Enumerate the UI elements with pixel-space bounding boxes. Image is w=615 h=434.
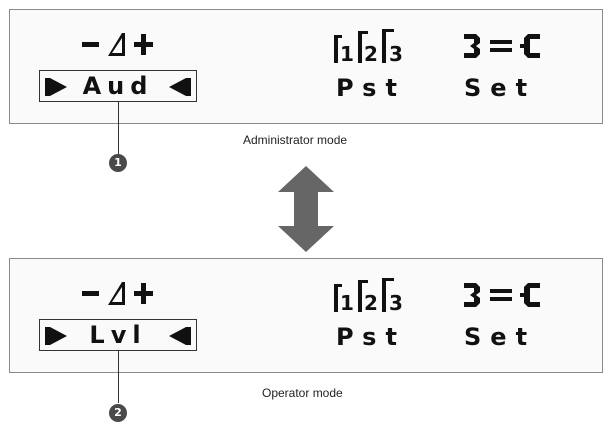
selector-right-arrow-icon: [169, 327, 191, 345]
preset-label: Pst: [336, 74, 406, 102]
selector-right-arrow-icon: [169, 78, 191, 96]
selected-mode-label: Aud: [82, 72, 154, 100]
settings-connector-icon: [464, 283, 540, 307]
svg-text:2: 2: [364, 42, 378, 63]
svg-text:2: 2: [364, 291, 378, 312]
presets-1-2-3-icon: 1 2 3: [334, 278, 403, 312]
settings-label: Set: [464, 323, 537, 351]
volume-minus-plus-icon: [82, 282, 153, 305]
presets-1-2-3-icon: 1 2 3: [334, 29, 403, 63]
mode-selection-box: Aud: [39, 70, 197, 102]
mode-selection-box: Lvl: [39, 319, 197, 351]
double-arrow-up-down-icon: [278, 166, 334, 252]
operator-mode-caption: Operator mode: [262, 386, 343, 400]
callout-leader-line: [118, 350, 119, 403]
administrator-mode-display: 1 2 3 Aud Pst Set: [9, 9, 603, 124]
selected-mode-label: Lvl: [89, 321, 147, 349]
callout-badge: 2: [109, 404, 127, 422]
settings-label: Set: [464, 74, 537, 102]
callout-leader-line: [118, 101, 119, 154]
svg-text:1: 1: [340, 42, 354, 63]
callout-badge: 1: [109, 154, 127, 172]
selector-left-arrow-icon: [45, 327, 67, 345]
preset-label: Pst: [336, 323, 406, 351]
administrator-mode-caption: Administrator mode: [243, 133, 348, 147]
settings-connector-icon: [464, 34, 540, 58]
volume-minus-plus-icon: [82, 33, 153, 56]
svg-text:3: 3: [389, 291, 403, 312]
svg-text:3: 3: [389, 42, 403, 63]
svg-text:1: 1: [340, 291, 354, 312]
selector-left-arrow-icon: [45, 78, 67, 96]
operator-mode-display: 1 2 3 Lvl Pst Set: [9, 258, 603, 373]
